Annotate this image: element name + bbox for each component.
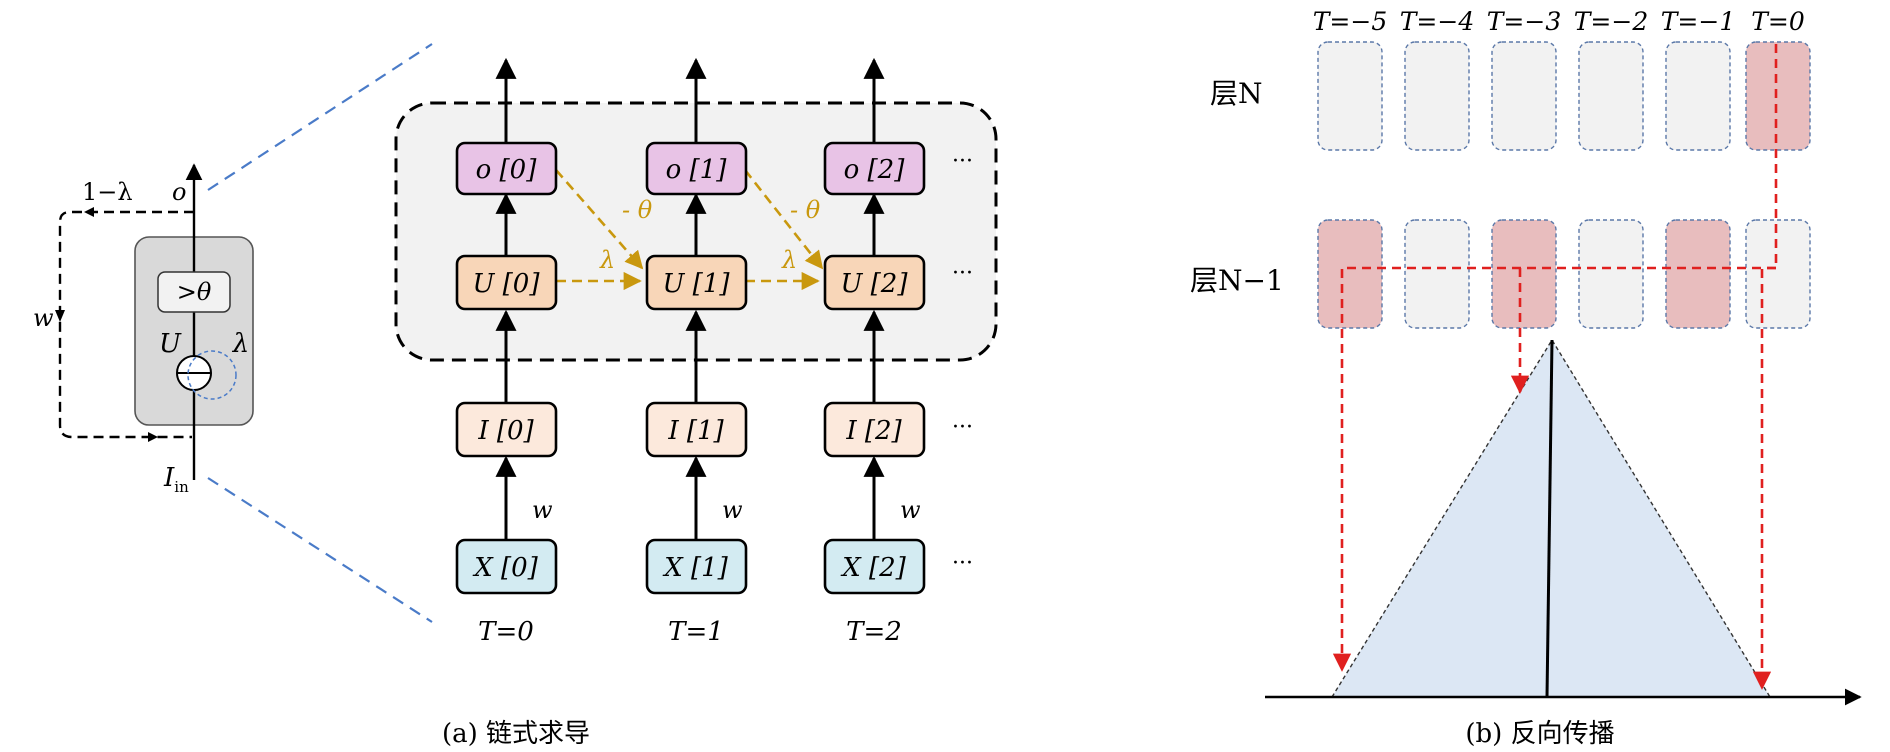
layer-n1-cell-4 [1665, 219, 1731, 329]
ellipsis-x: ··· [952, 551, 973, 576]
node-u0 [455, 254, 558, 311]
threshold-box [157, 271, 231, 313]
node-o0-label: o [0] [476, 155, 538, 185]
column-arrows [495, 57, 885, 540]
layer-n1-row [1317, 219, 1811, 329]
caption-a: (a) 链式求导 [442, 719, 590, 749]
neuron-iin-label: Iin [163, 463, 189, 496]
node-u1-label: U [1] [662, 269, 730, 299]
node-x2-label: X [2] [840, 553, 906, 583]
triangle-axis [1545, 339, 1554, 698]
node-o1-label: o [1] [666, 155, 728, 185]
backprop-paths [1332, 44, 1778, 690]
time-label-b-1: T=−4 [1400, 7, 1474, 36]
leak-loop-icon [187, 350, 237, 400]
node-x1 [645, 538, 748, 595]
layer-n1-cell-3 [1578, 219, 1644, 329]
zoom-line-top [207, 43, 433, 191]
ellipsis-u: ··· [952, 261, 973, 286]
temporal-edges [555, 169, 824, 291]
edge-label-w-0: w [532, 496, 553, 524]
threshold-label: >θ [177, 278, 212, 306]
one-minus-lambda-label: 1−λ [82, 178, 133, 206]
time-label-a-1: T=1 [668, 617, 724, 647]
node-i0-label: I [0] [477, 416, 534, 446]
node-o1 [645, 141, 748, 196]
layer-n1-cell-5 [1745, 219, 1811, 329]
neuron-lambda-label: λ [232, 329, 249, 359]
time-label-b-2: T=−3 [1487, 7, 1561, 36]
neuron-schematic: >θ U λ 1−λ o w Iin [33, 163, 254, 496]
node-x1-label: X [1] [662, 553, 728, 583]
node-i0 [455, 401, 558, 458]
node-grid [455, 141, 926, 595]
node-o0 [455, 141, 558, 196]
caption-b: (b) 反向传播 [1465, 719, 1614, 749]
edge-label-neg-theta-2: - θ [790, 196, 821, 224]
time-label-a-2: T=2 [846, 617, 902, 647]
layer-n1-cell-2 [1491, 219, 1557, 329]
node-o2-label: o [2] [844, 155, 906, 185]
feedback-loop [58, 210, 194, 439]
time-label-b-3: T=−2 [1574, 7, 1648, 36]
layer-n-cell-5 [1745, 41, 1811, 151]
edge-label-w-2: w [900, 496, 921, 524]
time-label-b-0: T=−5 [1313, 7, 1387, 36]
node-i1-label: I [1] [667, 416, 724, 446]
ellipsis-i: ··· [952, 415, 973, 440]
layer-n-row [1317, 41, 1811, 151]
node-o2 [823, 141, 926, 196]
node-i1 [645, 401, 748, 458]
neuron-u-label: U [159, 329, 182, 359]
node-u0-label: U [0] [472, 269, 540, 299]
layer-n1-cell-0 [1317, 219, 1383, 329]
edge-label-lambda-2: λ [781, 246, 797, 274]
neuron-w-label: w [33, 304, 54, 332]
node-i2-label: I [2] [845, 416, 902, 446]
layer-n-label: 层N [1210, 77, 1263, 110]
node-u2 [823, 254, 926, 311]
node-x0-label: X [0] [472, 553, 538, 583]
zoom-line-bottom [207, 477, 433, 623]
node-i2 [823, 401, 926, 458]
time-label-b-4: T=−1 [1661, 7, 1735, 36]
layer-n-cell-3 [1578, 41, 1644, 151]
layer-n-cell-4 [1665, 41, 1731, 151]
node-x2 [823, 538, 926, 595]
node-u2-label: U [2] [840, 269, 908, 299]
time-label-b-5: T=0 [1751, 7, 1805, 36]
edge-label-lambda-1: λ [599, 246, 615, 274]
edge-label-neg-theta-1: - θ [622, 196, 653, 224]
layer-n-cell-2 [1491, 41, 1557, 151]
time-label-a-0: T=0 [478, 617, 534, 647]
ellipsis-o: ··· [952, 149, 973, 174]
layer-n-cell-1 [1404, 41, 1470, 151]
node-u1 [645, 254, 748, 311]
edge-label-w-1: w [722, 496, 743, 524]
layer-n1-label: 层N−1 [1190, 264, 1284, 297]
neuron-o-label: o [172, 178, 186, 206]
layer-n-cell-0 [1317, 41, 1383, 151]
layer-n1-cell-1 [1404, 219, 1470, 329]
node-x0 [455, 538, 558, 595]
